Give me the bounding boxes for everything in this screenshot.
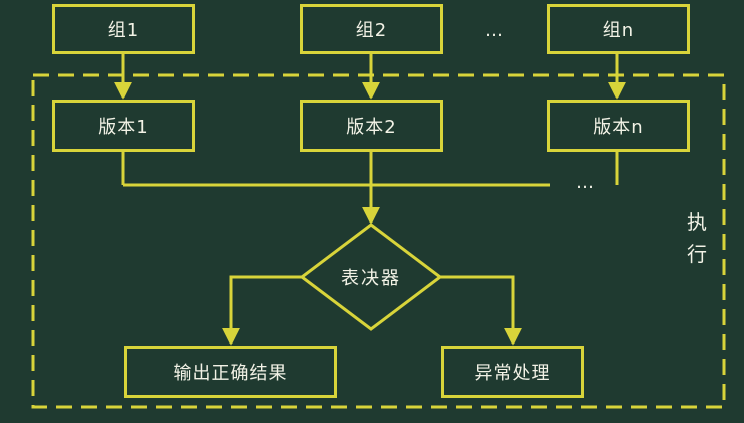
voter-diamond: [299, 223, 443, 331]
ellipsis-mid: …: [576, 172, 594, 193]
version-2-box: 版本2: [300, 100, 443, 152]
arrow-voter-to-exception: [440, 275, 522, 346]
exception-handling-box: 异常处理: [441, 346, 584, 398]
arrow-voter-to-output: [222, 275, 302, 346]
execute-label: 执行: [687, 210, 707, 266]
version-1-box: 版本1: [52, 100, 195, 152]
group-2-box: 组2: [300, 4, 443, 54]
execute-frame: [31, 73, 726, 409]
voter-label: 表决器: [341, 268, 401, 289]
ellipsis-top: …: [485, 20, 503, 41]
version-n-box: 版本n: [547, 100, 690, 152]
group-1-box: 组1: [52, 4, 195, 54]
group-n-box: 组n: [547, 4, 690, 54]
output-correct-box: 输出正确结果: [124, 346, 337, 398]
